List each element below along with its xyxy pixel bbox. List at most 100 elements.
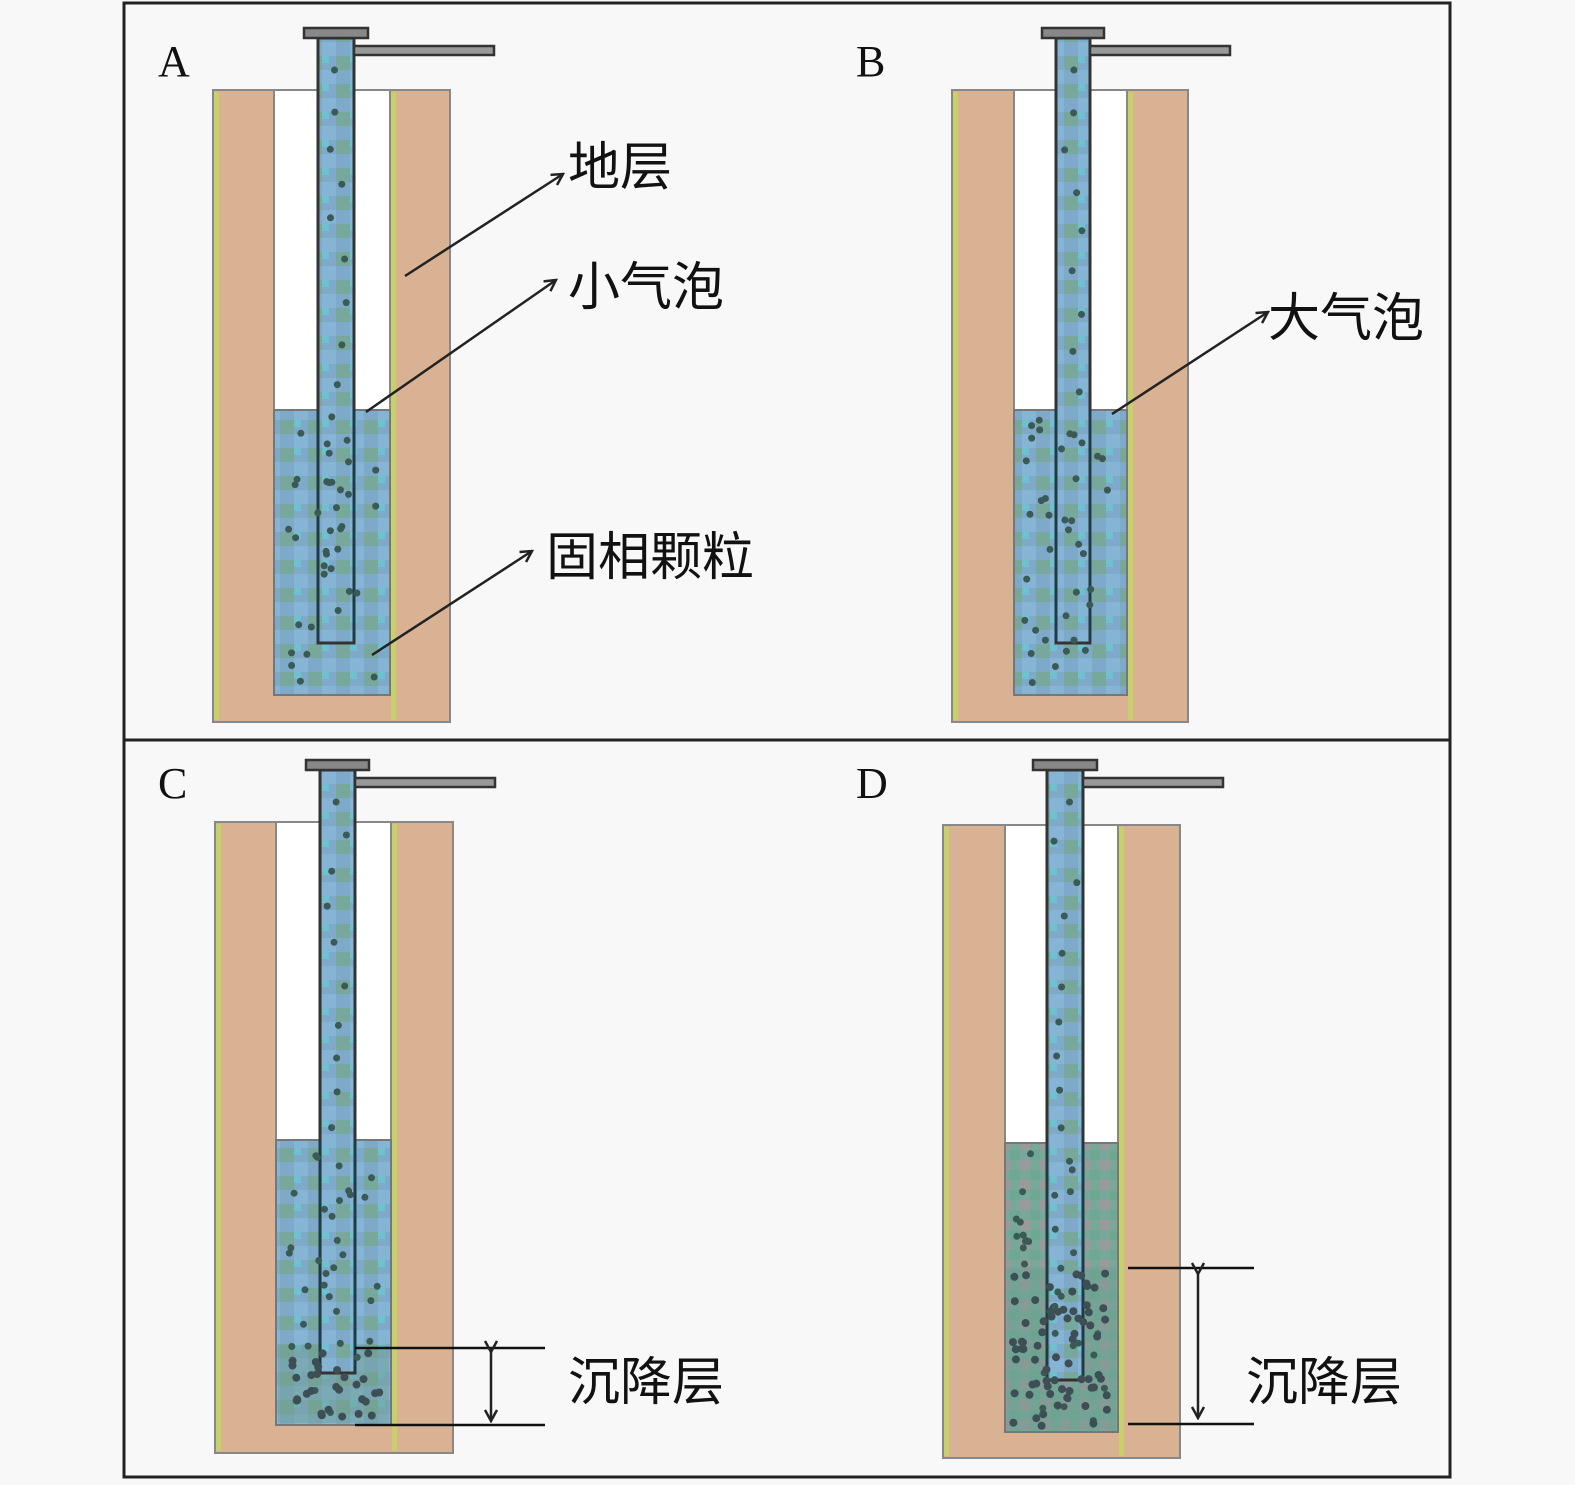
settled-particle	[352, 1380, 361, 1389]
pipe-particle	[331, 66, 338, 74]
settled-particle	[311, 1358, 320, 1366]
solid-particle	[1070, 636, 1078, 644]
solid-particle	[1094, 452, 1101, 460]
solid-particle	[1032, 626, 1040, 634]
settled-particle	[1099, 1304, 1108, 1313]
settled-particle	[1059, 1305, 1068, 1314]
solid-particle	[1016, 1218, 1024, 1226]
settled-particle	[1018, 1344, 1026, 1353]
solid-particle	[373, 1282, 381, 1290]
solid-particle	[1062, 612, 1070, 620]
pipe-particle	[326, 527, 334, 535]
outlet-line	[352, 44, 496, 57]
pipe-particle	[1058, 983, 1066, 991]
settled-particle	[1094, 1371, 1103, 1379]
solid-particle	[1051, 663, 1059, 670]
outlet-line	[1088, 44, 1232, 57]
solid-particle	[330, 1264, 338, 1272]
settled-particle	[1070, 1329, 1079, 1338]
solid-particle	[1060, 1403, 1068, 1411]
settled-particle	[317, 1409, 326, 1418]
settled-particle	[1017, 1337, 1026, 1346]
large-bubble-arrow	[1111, 312, 1268, 416]
settled-particle	[359, 1375, 368, 1384]
settled-particle	[1063, 1393, 1072, 1402]
pipe-particle	[1068, 267, 1076, 275]
settled-particle	[332, 1382, 341, 1391]
pipe-particle	[338, 341, 346, 349]
pipe-particle	[331, 108, 339, 116]
formation-edge	[214, 92, 219, 720]
pipe-particle	[1070, 109, 1078, 117]
formation-edge	[216, 824, 221, 1451]
pipe-particle	[1051, 1225, 1059, 1233]
solid-particle	[338, 523, 346, 530]
solid-particle	[300, 1320, 307, 1328]
solid-particle	[334, 545, 342, 553]
pipe-cap	[304, 758, 371, 772]
settled-particle	[1081, 1402, 1090, 1410]
solid-particle	[1090, 1351, 1098, 1359]
pipe-particle	[1056, 1086, 1064, 1094]
settled-particle	[1010, 1389, 1019, 1398]
solid-particle	[325, 479, 333, 487]
pipe-particle	[323, 902, 331, 910]
small-bubble-label: 小气泡	[568, 258, 724, 318]
pipe-particle	[337, 486, 344, 494]
solid-particle	[1027, 1150, 1034, 1158]
pipe-particle	[334, 1021, 342, 1029]
solid-particle	[343, 436, 351, 444]
settled-particle	[1009, 1418, 1018, 1427]
settled-particle	[1050, 1376, 1059, 1385]
settled-particle	[1083, 1282, 1092, 1290]
panel-label-c: C	[158, 759, 187, 808]
solid-particle	[1035, 416, 1043, 424]
pipe-cap	[1031, 758, 1099, 772]
pipe-particle	[1078, 310, 1085, 318]
pipe-particle	[1070, 431, 1078, 439]
solid-particle	[1019, 1231, 1027, 1239]
pipe-particle	[341, 255, 349, 263]
solid-particle	[307, 623, 315, 631]
small-bubble-arrow	[365, 280, 556, 414]
solid-particle	[1075, 540, 1083, 548]
settled-particle	[375, 1388, 384, 1397]
settled-particle	[293, 1395, 302, 1404]
outlet-line	[1081, 776, 1225, 789]
solid-particle	[327, 565, 335, 573]
panel-label-a: A	[158, 37, 190, 86]
solid-particle	[345, 587, 353, 595]
pipe-particle	[1057, 1124, 1065, 1132]
solid-particle	[346, 1191, 354, 1199]
settled-particle	[1032, 1414, 1041, 1423]
formation-edge	[392, 824, 397, 1451]
solid-particle	[345, 490, 352, 498]
panel-label-b: B	[856, 37, 885, 86]
solid-particle	[1021, 1260, 1028, 1268]
wellbore-a	[212, 26, 496, 723]
solid-particle	[320, 1281, 328, 1289]
settled-particle	[1058, 1385, 1066, 1394]
solid-particle	[1068, 1166, 1076, 1174]
wellbore-b	[951, 26, 1232, 723]
wellbore-c	[214, 758, 497, 1454]
settled-particle	[1045, 1283, 1054, 1292]
solid-particle	[1023, 575, 1031, 583]
pipe-particle	[1061, 146, 1069, 154]
settled-particle	[1074, 1314, 1083, 1323]
solid-particle	[314, 509, 322, 517]
solid-particle	[372, 466, 380, 474]
solid-particle	[1022, 1237, 1029, 1245]
pipe-particle	[1051, 1302, 1059, 1310]
pipe-particle	[338, 180, 346, 188]
solid-particle	[295, 621, 303, 629]
solid-particle	[328, 1212, 336, 1220]
solid-particle	[1021, 616, 1029, 624]
settling-layer-label-d: 沉降层	[1246, 1353, 1402, 1413]
solid-particle	[297, 429, 305, 437]
settled-particle	[1038, 1328, 1047, 1337]
solid-particle	[291, 481, 299, 489]
settled-particle	[1042, 1365, 1051, 1374]
settled-particle	[361, 1397, 370, 1406]
pipe-particle	[1060, 912, 1068, 920]
